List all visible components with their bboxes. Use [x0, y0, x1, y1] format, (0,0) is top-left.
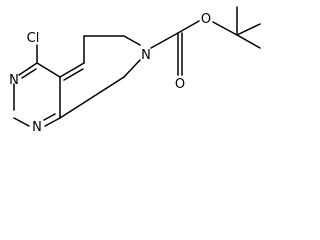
- bond-n-c8: [123, 59, 141, 78]
- bond-n1-c8a: [44, 117, 61, 127]
- bond-ester-o-tbutyl: [212, 21, 238, 36]
- bond-n1-c8a-inner: [43, 113, 56, 121]
- bond-c4-n3-inner: [21, 68, 37, 79]
- oxygen-label-ester: O: [201, 12, 211, 27]
- nitrogen-label-bottom: N: [32, 120, 42, 135]
- bond-n-carbonyl: [150, 32, 179, 49]
- bond-c4-n3: [18, 62, 38, 76]
- bond-c4-c4a: [36, 62, 61, 78]
- bonds: [13, 6, 261, 127]
- bond-c7-n: [123, 35, 141, 46]
- bond-tbutyl-methyl-right: [236, 23, 261, 36]
- bond-c2-n1: [13, 117, 30, 127]
- nitrogen-label-amine: N: [141, 48, 151, 63]
- structural-formula: Cl N N N O O: [9, 6, 261, 135]
- nitrogen-label-top: N: [9, 73, 19, 88]
- chlorine-label: Cl: [27, 31, 40, 46]
- atom-labels: Cl N N N O O: [9, 12, 211, 135]
- bond-carbonyl-ester-o: [177, 20, 200, 34]
- bond-c8-c8a: [59, 76, 125, 119]
- bond-c4a-c5-inner: [63, 68, 84, 81]
- bond-c4a-c5: [59, 62, 85, 78]
- bond-tbutyl-methyl-bottom: [236, 34, 261, 49]
- oxygen-label-carbonyl: O: [175, 77, 185, 92]
